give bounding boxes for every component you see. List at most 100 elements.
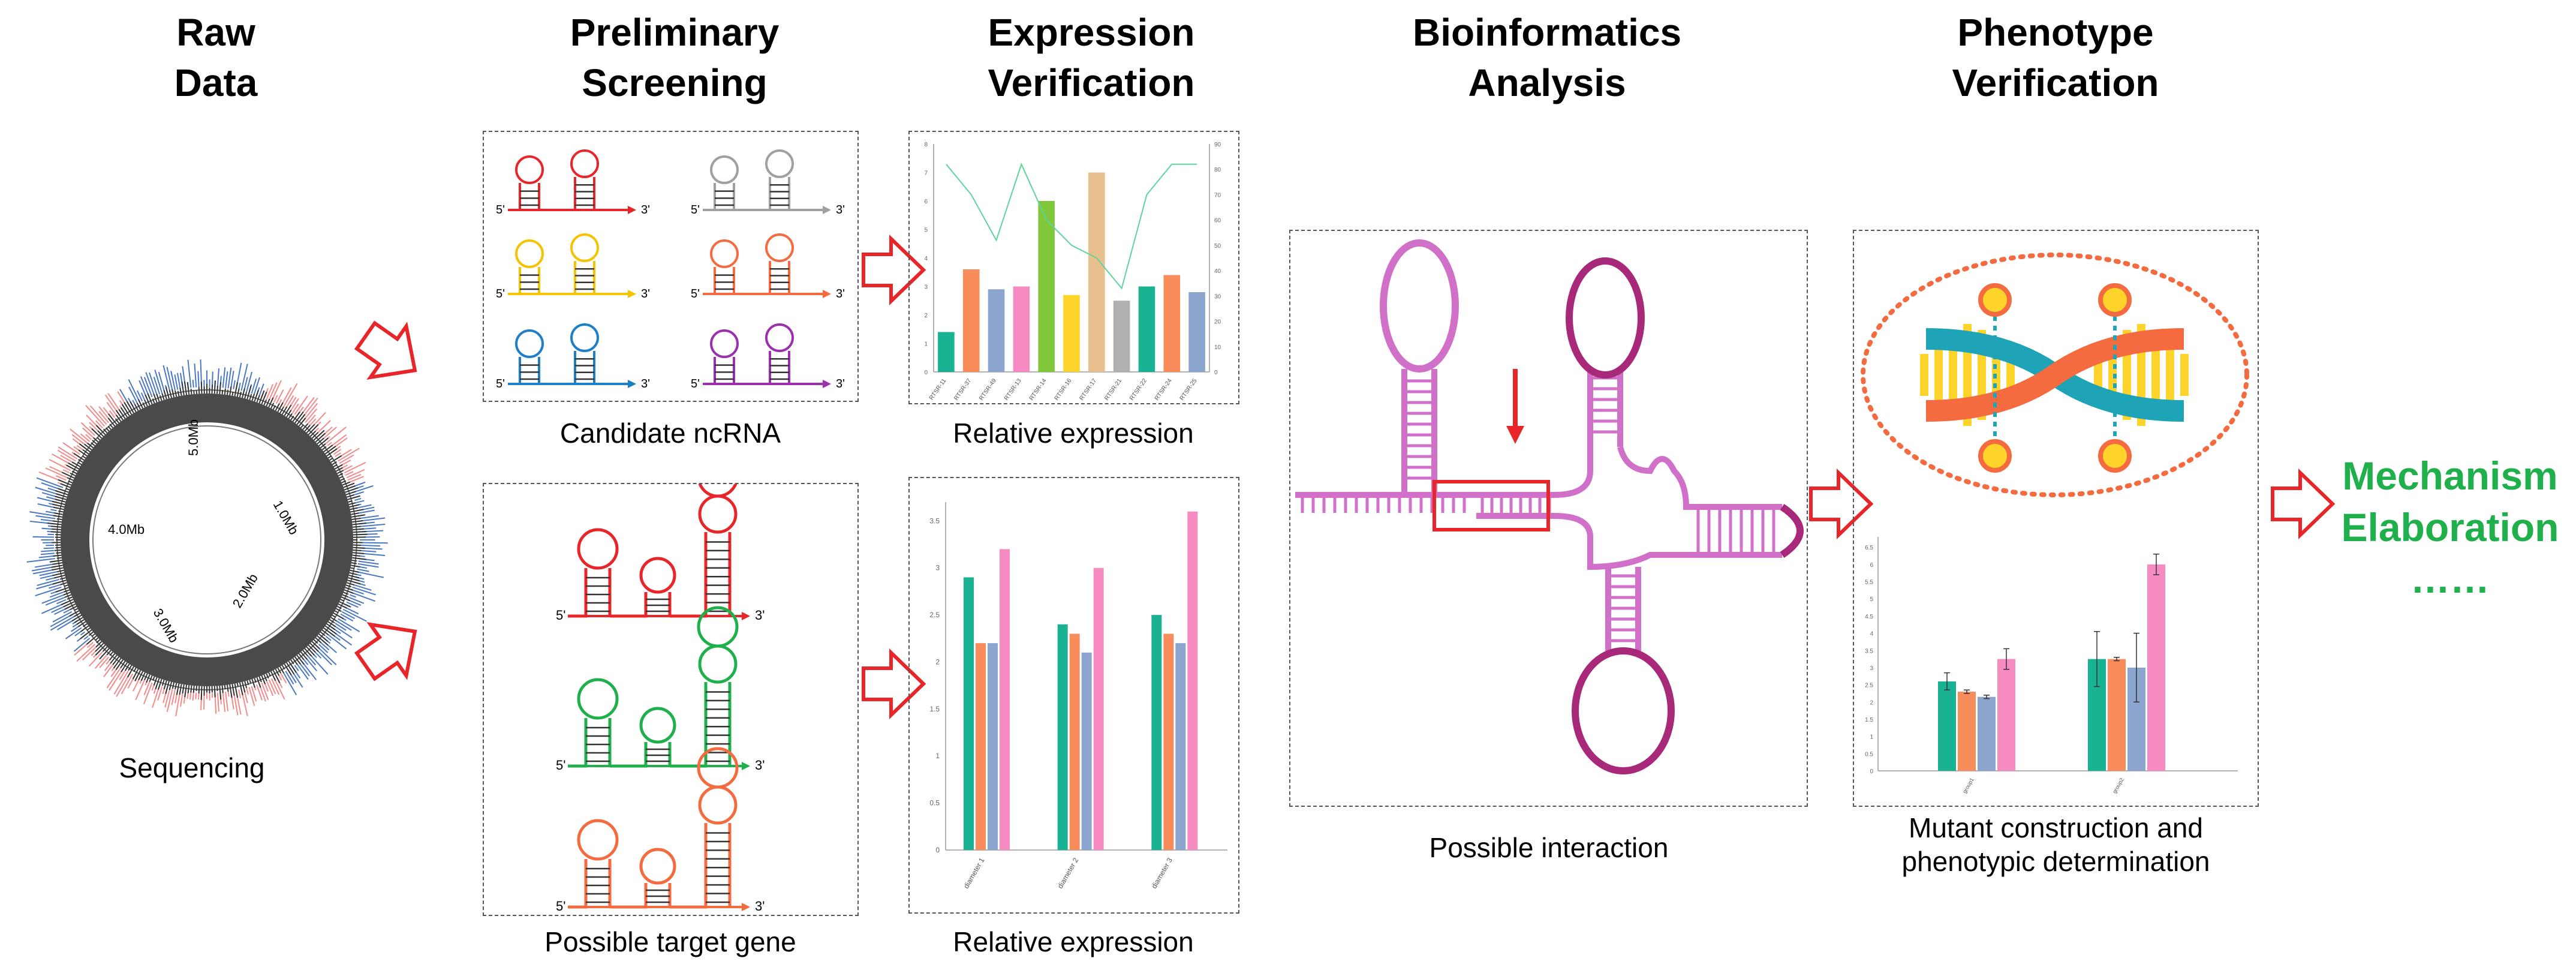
x-tick-label: RTSR-21 <box>1103 377 1123 402</box>
header-preliminary: Preliminary Screening <box>507 7 842 108</box>
five-prime-label: 5' <box>556 899 565 914</box>
arrow-to-mechanism <box>2273 473 2333 535</box>
three-prime-label: 3' <box>755 608 765 623</box>
hairpin-rna <box>568 456 739 618</box>
y2-tick-label: 50 <box>1214 243 1221 250</box>
y-tick-label: 2.5 <box>1865 683 1873 689</box>
chart1-line-series <box>946 163 1197 290</box>
mechanism-line1: Mechanism <box>2342 454 2558 498</box>
x-tick-label: diameter 1 <box>962 856 986 890</box>
dna-base-pair <box>1934 342 1943 408</box>
three-prime-label: 3' <box>641 203 650 217</box>
caption-candidate-ncrna: Candidate ncRNA <box>559 418 781 449</box>
caption-mutant-line2: phenotypic determination <box>1901 846 2210 877</box>
y-tick-label: 3.5 <box>929 516 940 525</box>
interaction-pointer-arrow <box>1506 369 1524 444</box>
strand-arrowhead <box>823 380 831 388</box>
y-tick-label: 0.5 <box>1865 751 1873 758</box>
dna-base-pair <box>1920 354 1928 396</box>
mechanism-elaboration: Mechanism Elaboration …… <box>2324 450 2576 605</box>
arrow-up-right <box>348 310 433 396</box>
chart3-bar <box>1978 696 1996 771</box>
y-tick-label: 3 <box>1870 665 1873 672</box>
y-tick-label: 2.5 <box>929 611 940 619</box>
x-tick-label: group2 <box>2111 777 2125 794</box>
arrow-down-right <box>348 606 433 692</box>
strand-arrowhead <box>628 380 636 388</box>
y-tick-label: 4 <box>1870 631 1873 638</box>
header-bioinformatics: Bioinformatics Analysis <box>1379 7 1715 108</box>
y-tick-label: 3.5 <box>1865 648 1873 654</box>
header-expression-line1: Expression <box>988 11 1195 54</box>
mechanism-line2: Elaboration <box>2341 505 2559 549</box>
y2-tick-label: 0 <box>1214 370 1218 376</box>
y-tick-label: 1.5 <box>929 705 940 713</box>
caption-relative-expression-1: Relative expression <box>953 418 1194 449</box>
y-tick-label: 0.5 <box>929 799 940 807</box>
chart2-bar <box>1175 643 1186 850</box>
x-tick-label: RTSR-13 <box>1003 377 1023 402</box>
x-tick-label: RTSR-17 <box>1078 377 1098 402</box>
y-tick-label: 6.5 <box>1865 545 1873 551</box>
x-tick-label: RTSR-14 <box>1028 377 1048 402</box>
y-tick-label: 5.5 <box>1865 579 1873 586</box>
dna-illustration <box>1861 253 2249 497</box>
chart3-bar <box>1938 681 1956 771</box>
y-tick-label: 1 <box>935 752 940 760</box>
x-tick-label: RTSR-49 <box>978 377 998 402</box>
y-tick-label: 0 <box>924 370 928 376</box>
y-tick-label: 5 <box>924 227 928 234</box>
genome-tick-4mb: 4.0Mb <box>108 522 145 537</box>
caption-mutant: Mutant construction and phenotypic deter… <box>1853 811 2259 878</box>
five-prime-label: 5' <box>691 203 700 217</box>
chart1-bar <box>1138 286 1155 372</box>
header-phenotype-line1: Phenotype <box>1957 11 2154 54</box>
genome-gc-ring <box>61 394 353 686</box>
x-tick-label: diameter 2 <box>1056 856 1081 890</box>
y-tick-label: 6 <box>924 199 928 205</box>
header-raw-data: Raw Data <box>48 7 384 108</box>
genome-circle: 5.0Mb 1.0Mb 2.0Mb 3.0Mb 4.0Mb <box>26 359 388 717</box>
five-prime-label: 5' <box>556 758 565 773</box>
strand-arrowhead <box>628 206 636 214</box>
y-tick-label: 1.5 <box>1865 717 1873 723</box>
candidate-ncrna-panel: 5'3'5'3'5'3'5'3'5'3'5'3' <box>483 131 859 402</box>
rna-interaction-diagram <box>1295 239 1804 774</box>
hairpin-rna <box>508 323 599 385</box>
x-tick-label: RTSR-24 <box>1154 377 1173 402</box>
caption-mutant-line1: Mutant construction and <box>1909 812 2203 843</box>
header-expression: Expression Verification <box>923 7 1259 108</box>
chart1-bar <box>988 289 1005 372</box>
y-tick-label: 3 <box>935 564 940 572</box>
x-tick-label: RTSR-11 <box>928 377 948 401</box>
caption-target-gene: Possible target gene <box>544 926 796 957</box>
three-prime-label: 3' <box>755 758 765 773</box>
y-tick-label: 3 <box>924 284 928 291</box>
y2-tick-label: 80 <box>1214 167 1221 173</box>
three-prime-label: 3' <box>836 203 845 217</box>
caption-relative-expression-2: Relative expression <box>953 926 1194 957</box>
five-prime-label: 5' <box>691 287 700 301</box>
strand-arrowhead <box>742 612 750 620</box>
chart2-bar <box>976 643 986 850</box>
chart1-bar <box>1038 201 1055 372</box>
x-tick-label: RTSR-22 <box>1128 377 1148 402</box>
strand-arrowhead <box>742 903 750 911</box>
chart1-bar <box>1163 275 1181 372</box>
chart2-bar <box>1093 567 1104 850</box>
y2-tick-label: 40 <box>1214 268 1221 275</box>
ncrna-cloverleaf <box>1434 257 1804 774</box>
chart3-bar <box>2147 564 2165 771</box>
y2-tick-label: 90 <box>1214 142 1221 148</box>
three-prime-label: 3' <box>641 377 650 391</box>
y-tick-label: 8 <box>924 142 928 148</box>
header-raw-line2: Data <box>174 61 258 104</box>
chart2-bar <box>964 577 974 850</box>
y2-tick-label: 30 <box>1214 293 1221 300</box>
three-prime-label: 3' <box>641 287 650 301</box>
genome-tick-5mb: 5.0Mb <box>186 419 201 456</box>
target-gene-diagram: 5'3'5'3'5'3' <box>556 456 765 914</box>
chart2-bar <box>1057 624 1068 850</box>
